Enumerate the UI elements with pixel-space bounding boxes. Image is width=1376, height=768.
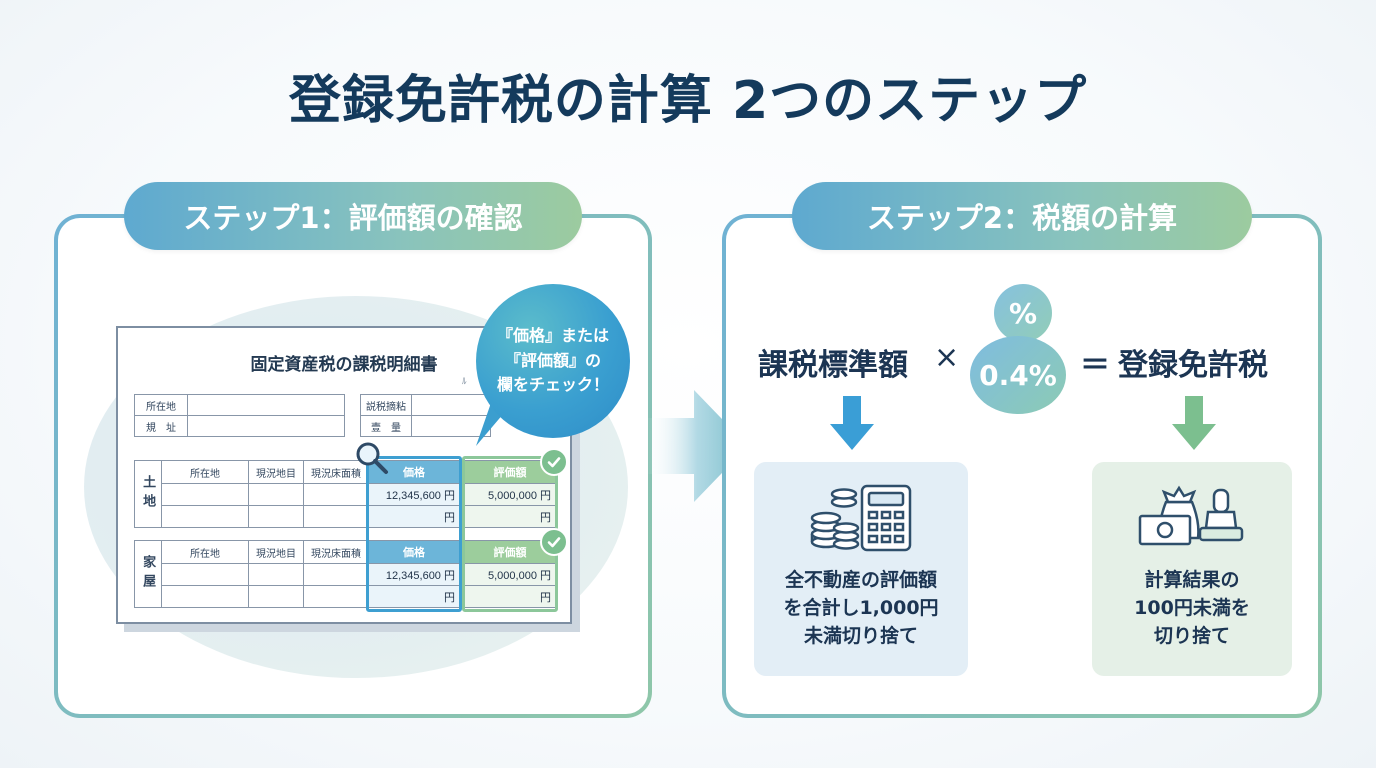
bubble-line-1: 『価格』または	[496, 325, 609, 345]
house-cell	[161, 585, 249, 608]
house-header-location: 所在地	[161, 540, 249, 564]
field-label-tax: 説税摘粘	[360, 394, 412, 416]
card-right-line-3: 切り捨て	[1153, 625, 1230, 648]
step1-label: ステップ1：評価額の確認	[124, 182, 582, 250]
bubble-line-3: 欄をチェック！	[496, 375, 609, 395]
rounding-assessed-value-card: 全不動産の評価額 を合計し1,000円 未満切り捨て	[754, 462, 968, 676]
house-cell	[303, 585, 369, 608]
check-icon	[540, 448, 568, 476]
field-label-address: 規 址	[134, 415, 188, 437]
land-header-location: 所在地	[161, 460, 249, 484]
check-icon	[540, 528, 568, 556]
magnifier-icon	[354, 440, 390, 480]
land-cell	[161, 505, 249, 528]
formula-equals: ＝	[1080, 348, 1110, 383]
house-section-label: 家屋	[134, 540, 162, 608]
step2-label: ステップ2：税額の計算	[792, 182, 1252, 250]
next-step-arrow-icon	[646, 390, 748, 502]
land-cell	[248, 505, 304, 528]
money-stamp-icon	[1138, 485, 1244, 546]
card-left-line-1: 全不動産の評価額	[784, 569, 937, 591]
down-arrow-icon	[830, 396, 874, 450]
card-right-line-2: 100円未満を	[1134, 597, 1250, 620]
price-column-highlight	[366, 456, 462, 612]
card-right-text: 計算結果の 100円未満を 切り捨て	[1092, 566, 1292, 650]
document-title: 固定資産税の課税明細書	[250, 355, 438, 374]
field-label-amount: 壹 量	[360, 415, 412, 437]
land-header-category: 現況地目	[248, 460, 304, 484]
house-price-value: 12,345,600 円	[368, 563, 460, 586]
coins-calculator-icon	[810, 484, 912, 552]
house-cell	[161, 563, 249, 586]
down-arrow-icon	[1172, 396, 1216, 450]
land-cell	[303, 483, 369, 506]
house-cell	[248, 563, 304, 586]
formula-result: 登録免許税	[1118, 348, 1268, 383]
house-cell	[303, 563, 369, 586]
percent-icon: %	[994, 284, 1052, 342]
tax-rate: 0.4%	[970, 336, 1066, 414]
land-cell	[303, 505, 369, 528]
land-cell	[161, 483, 249, 506]
land-section-text: 土地	[141, 475, 157, 513]
card-left-text: 全不動産の評価額 を合計し1,000円 未満切り捨て	[754, 566, 968, 650]
land-section-label: 土地	[134, 460, 162, 528]
field-value-location	[187, 394, 345, 416]
land-cell	[248, 483, 304, 506]
house-header-price: 価格	[368, 540, 460, 564]
field-label-location: 所在地	[134, 394, 188, 416]
house-header-floor-area: 現況床面積	[303, 540, 369, 564]
formula-times: ×	[934, 340, 960, 375]
speech-bubble: 『価格』または 『評価額』の 欄をチェック！	[476, 284, 630, 438]
bubble-line-2: 『評価額』の	[504, 350, 601, 370]
formula-base: 課税標準額	[758, 348, 908, 383]
card-right-line-1: 計算結果の	[1144, 569, 1240, 591]
house-section-text: 家屋	[141, 555, 157, 593]
card-left-line-2: を合計し1,000円	[783, 597, 939, 620]
house-cell	[248, 585, 304, 608]
document-mark: ﾙ	[462, 376, 467, 386]
house-header-category: 現況地目	[248, 540, 304, 564]
card-left-line-3: 未満切り捨て	[803, 625, 918, 648]
rounding-tax-result-card: 計算結果の 100円未満を 切り捨て	[1092, 462, 1292, 676]
page-title: 登録免許税の計算 2つのステップ	[288, 71, 1088, 131]
field-value-address	[187, 415, 345, 437]
